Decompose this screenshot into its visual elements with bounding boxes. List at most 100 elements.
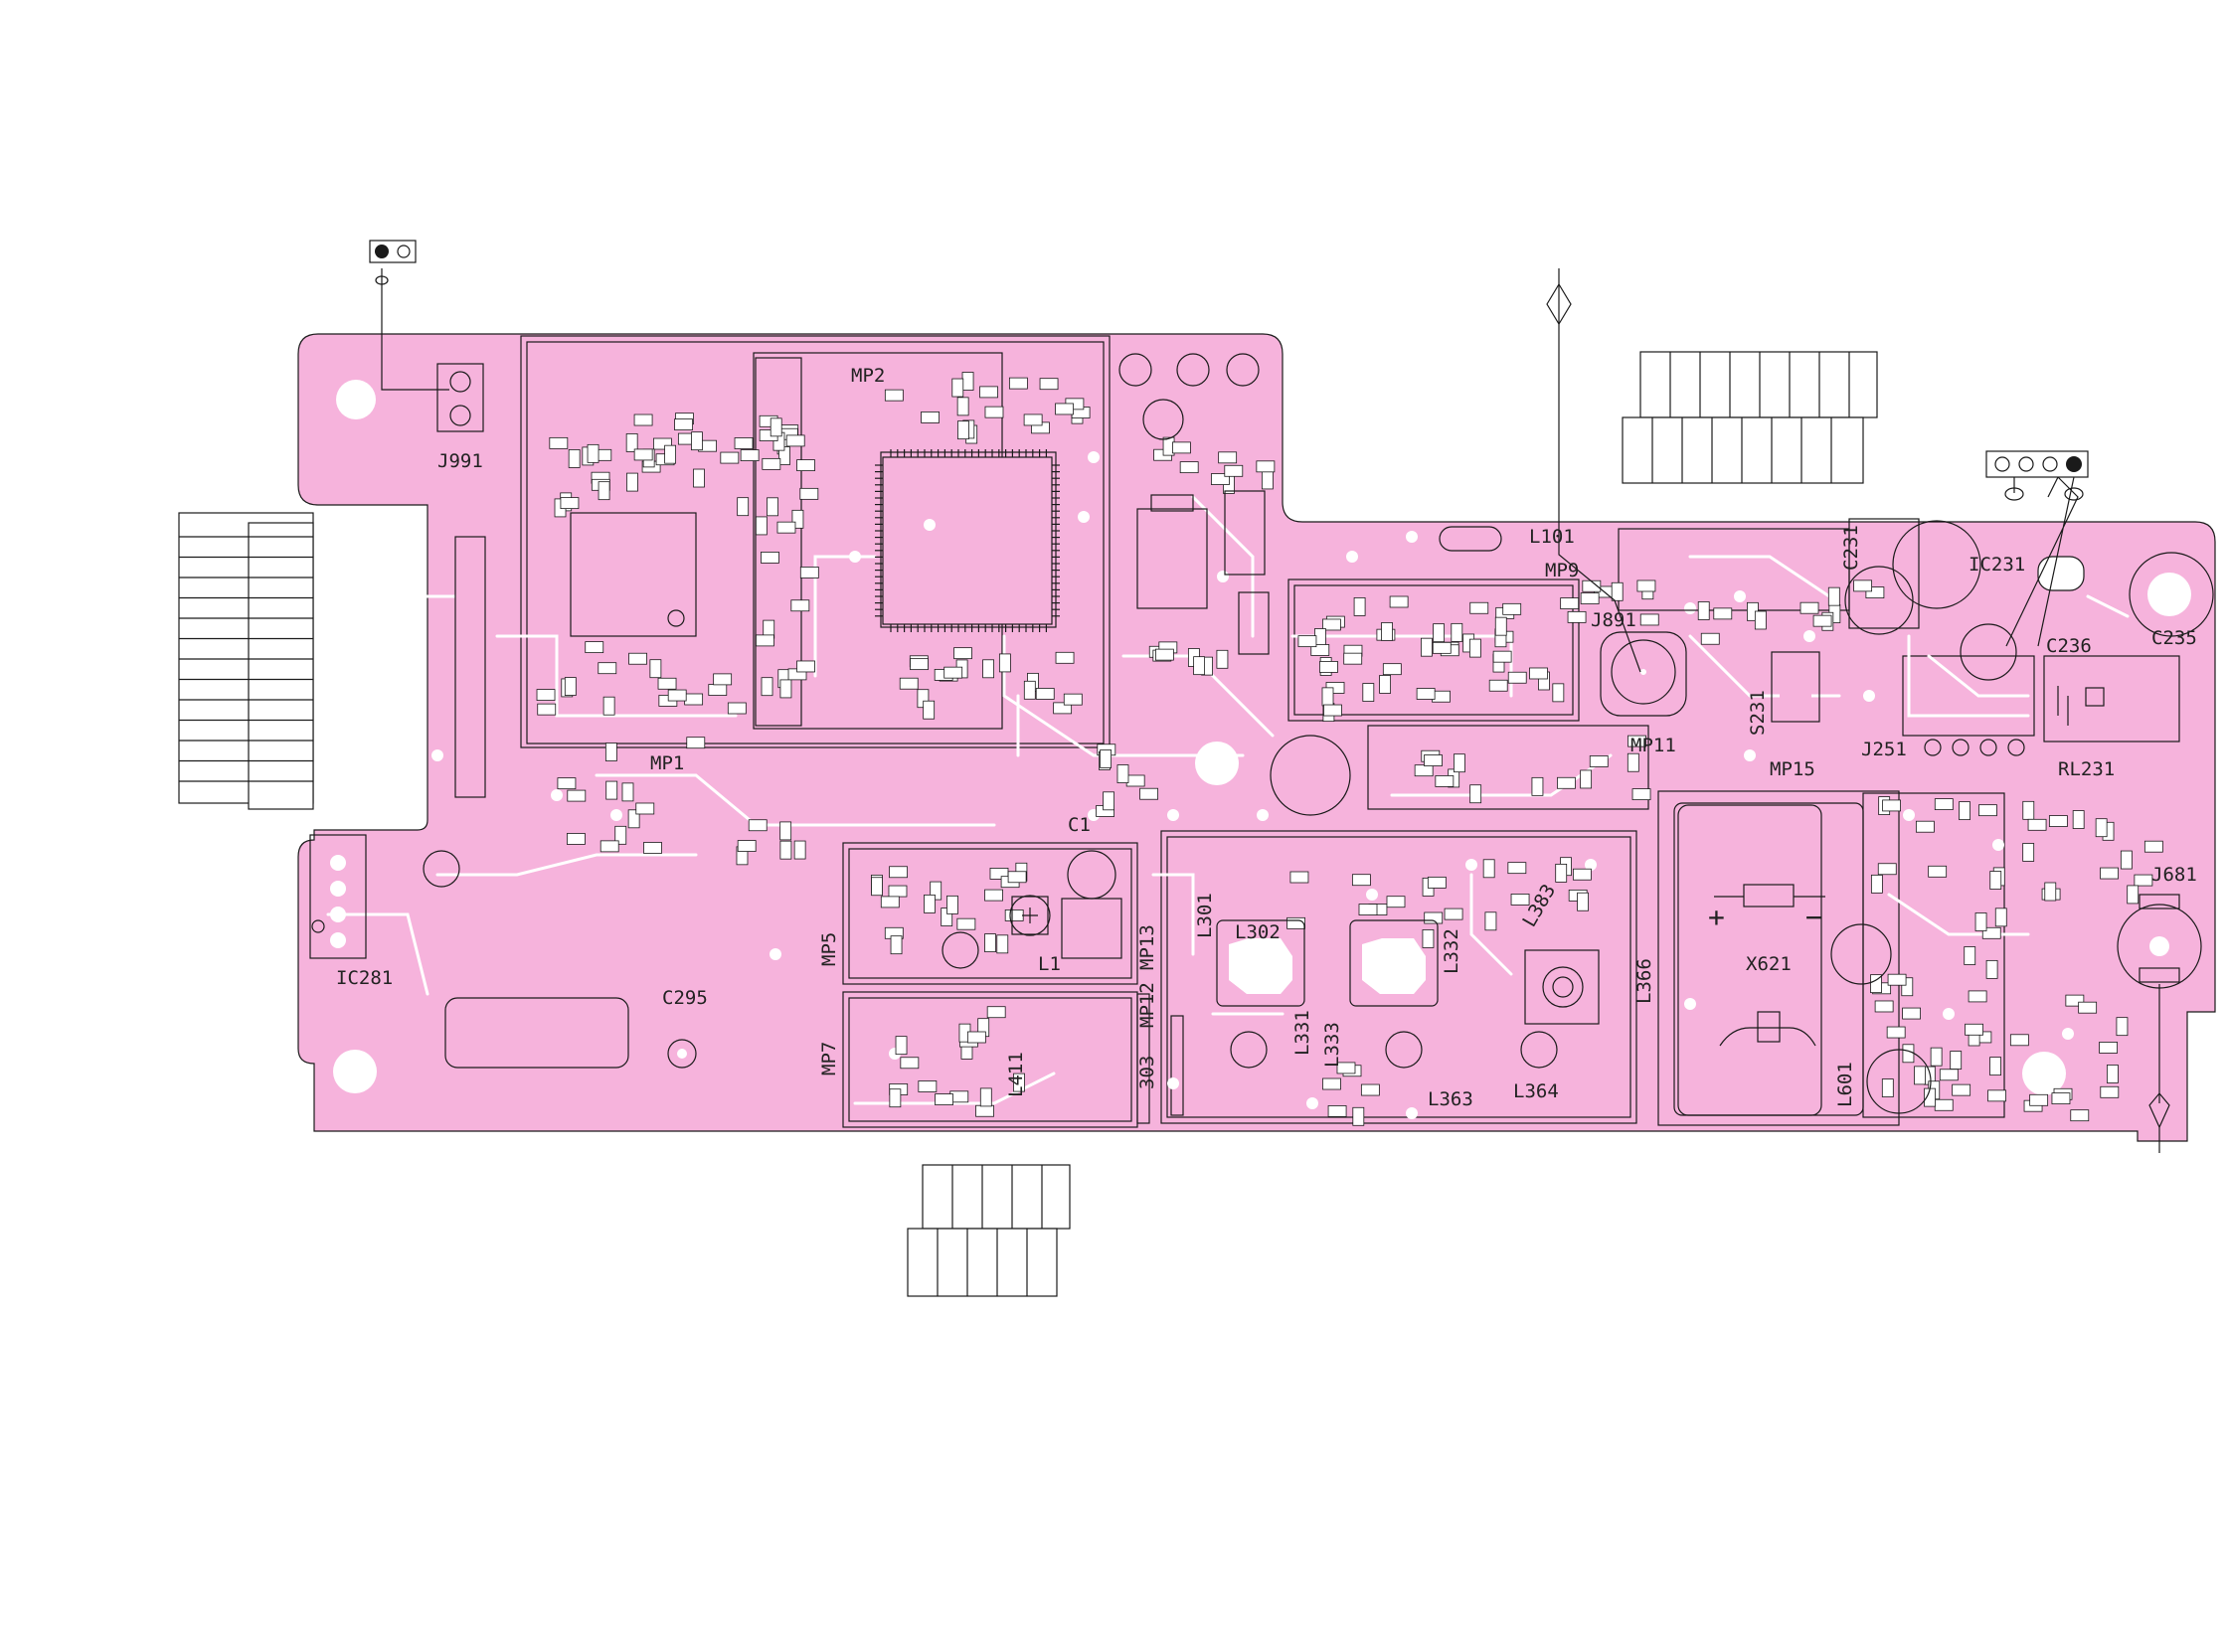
smd-component: [1004, 909, 1024, 921]
smd-component: [633, 413, 653, 426]
smd-component: [649, 659, 662, 679]
smd-component: [986, 1006, 1006, 1019]
via: [2062, 1028, 2074, 1040]
smd-component: [2143, 840, 2163, 853]
smd-component: [708, 684, 728, 696]
smd-component: [1557, 776, 1576, 789]
trimmer-l301: [1216, 919, 1305, 1007]
smd-component: [785, 434, 805, 447]
smd-component: [1577, 892, 1589, 911]
smd-component: [1321, 687, 1334, 707]
label-l301: L301: [1194, 893, 1216, 938]
smd-component: [924, 894, 936, 913]
smd-component: [568, 449, 581, 468]
smd-component: [1552, 683, 1565, 703]
label-mp13: MP13: [1136, 924, 1158, 970]
smd-component: [871, 877, 883, 897]
smd-component: [1510, 894, 1530, 906]
smd-component: [1432, 641, 1452, 654]
smd-component: [567, 789, 587, 802]
smd-component: [2120, 850, 2133, 870]
smd-component: [740, 449, 760, 461]
label-mp2: MP2: [851, 365, 885, 387]
smd-component: [2051, 1092, 2071, 1105]
smd-component: [791, 509, 804, 529]
smd-component: [1799, 601, 1819, 614]
smd-component: [1451, 622, 1463, 642]
label-mp1: MP1: [650, 752, 684, 774]
via: [1684, 602, 1696, 614]
smd-component: [2095, 818, 2108, 838]
smd-component: [727, 702, 747, 715]
crystal-x621: [1673, 802, 1864, 1116]
smd-component: [653, 437, 672, 450]
smd-component: [895, 1036, 908, 1056]
smd-component: [693, 468, 705, 488]
smd-component: [537, 703, 557, 716]
buzzer-c295: [444, 997, 697, 1069]
via: [1943, 1008, 1955, 1020]
label-j251: J251: [1861, 739, 1907, 760]
smd-component: [1713, 607, 1733, 620]
smd-component: [2065, 994, 2085, 1007]
pcb-trace: [1927, 654, 2030, 698]
smd-component: [1433, 623, 1445, 643]
smd-component: [1959, 801, 1970, 821]
smd-component: [1870, 874, 1883, 894]
smd-component: [1965, 1023, 1983, 1036]
ic-secondary: [570, 512, 697, 637]
capacitor-c235: [2129, 552, 2214, 637]
smd-component: [1427, 876, 1447, 889]
smd-component: [628, 652, 647, 665]
s231-switch: [1771, 651, 1820, 723]
smd-component: [982, 659, 994, 679]
trimmer-l1: [1009, 850, 1122, 959]
smd-component: [614, 825, 627, 845]
header-pin: [1924, 739, 1942, 756]
component-labels: J991 IC281 C295 MP1 MP2 C1 L1 L302 L363 …: [336, 365, 2197, 1110]
smd-component: [737, 840, 757, 852]
pcb-trace: [1151, 873, 1195, 956]
smd-component: [2070, 1109, 2090, 1122]
smd-component: [1289, 871, 1309, 884]
pcb-trace: [595, 773, 996, 827]
smd-component: [796, 660, 815, 673]
label-l363: L363: [1428, 1088, 1473, 1110]
smd-component: [1310, 644, 1330, 656]
edge-connector-bottom: [907, 1164, 1071, 1297]
smd-component: [684, 693, 704, 706]
smd-component: [734, 437, 754, 449]
smd-component: [1952, 1083, 1971, 1096]
label-l411: L411: [1005, 1052, 1027, 1097]
via: [1863, 690, 1875, 702]
smd-component: [1987, 1089, 2006, 1102]
smd-component: [998, 653, 1011, 673]
connector-j991: [369, 240, 484, 432]
smd-component: [1319, 661, 1338, 673]
label-l331: L331: [1291, 1010, 1313, 1056]
smd-component: [1469, 784, 1482, 804]
label-l366: L366: [1633, 958, 1655, 1004]
smd-component: [1484, 911, 1497, 931]
smd-component: [996, 934, 1009, 954]
smd-component: [1172, 441, 1191, 454]
smd-component: [536, 689, 556, 701]
smd-component: [2044, 882, 2057, 902]
smd-component: [1494, 616, 1507, 636]
pcb-trace: [326, 912, 429, 996]
smd-component: [1488, 679, 1508, 692]
via: [1465, 859, 1477, 871]
smd-component: [1023, 413, 1043, 426]
smd-component: [770, 417, 782, 437]
label-c236: C236: [2046, 635, 2092, 657]
smd-component: [1939, 1069, 1959, 1081]
label-c295: C295: [662, 987, 708, 1009]
smd-component: [957, 420, 969, 440]
pcb-trace: [2086, 594, 2130, 618]
smd-component: [1886, 1026, 1906, 1039]
smd-component: [1950, 1051, 1963, 1070]
smd-component: [1928, 865, 1948, 878]
edge-connector-top: [1622, 351, 1878, 484]
